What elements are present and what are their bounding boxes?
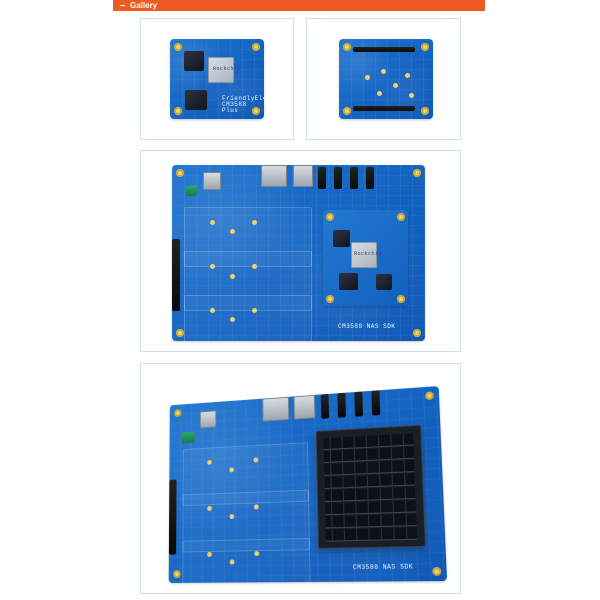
gallery-image-nas-kit-heatsink[interactable]: CM3588 NAS SDK	[140, 363, 461, 594]
gallery-image-nas-kit-top[interactable]: Rockchip CM3588 NAS SDK	[140, 150, 461, 352]
gallery-image-core-board-top[interactable]: Rockchip FriendlyElec CM3588 Plus	[140, 18, 294, 140]
gallery-title: Gallery	[130, 0, 157, 11]
core-board-bottom-image	[339, 39, 433, 119]
heatsink	[316, 425, 426, 549]
nas-kit-top-label: CM3588 NAS SDK	[338, 323, 395, 330]
core-board-top-image: Rockchip FriendlyElec CM3588 Plus	[170, 39, 264, 119]
nas-kit-heatsink-label: CM3588 NAS SDK	[353, 563, 414, 571]
core-board-top-label: FriendlyElec CM3588 Plus	[222, 96, 260, 114]
gallery-image-core-board-bottom[interactable]	[306, 18, 461, 140]
nas-kit-top-image: Rockchip CM3588 NAS SDK	[172, 165, 425, 341]
gallery-header: Gallery	[113, 0, 485, 11]
core-board-top-soc-label: Rockchip	[213, 66, 241, 72]
nas-kit-top-soc-label: Rockchip	[354, 251, 382, 257]
nas-kit-heatsink-image: CM3588 NAS SDK	[169, 386, 447, 583]
minus-icon[interactable]	[119, 2, 126, 9]
